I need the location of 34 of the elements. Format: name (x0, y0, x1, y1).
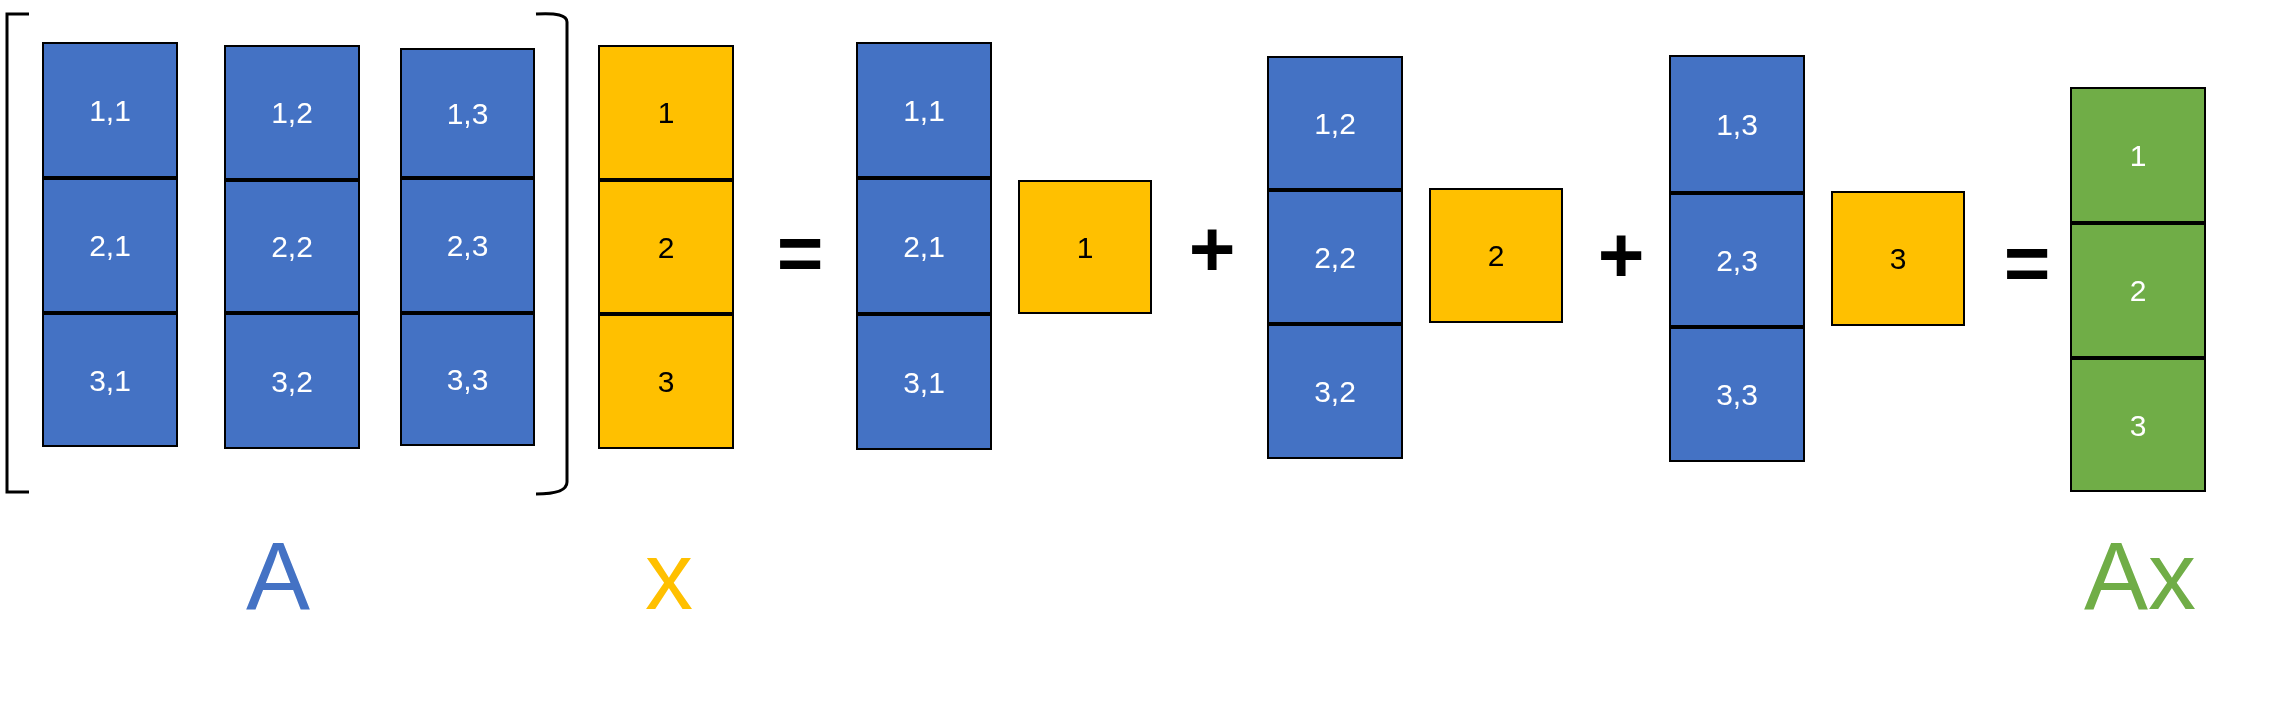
matrix-cell: 1,3 (1669, 55, 1805, 193)
matrix-cell: 3 (2070, 358, 2206, 492)
matrix-label: A (246, 528, 310, 624)
matrix-cell: 2,3 (1669, 193, 1805, 327)
matrix-cell: 2,1 (856, 178, 992, 314)
matrix-cell: 3,2 (224, 313, 360, 449)
matrix-cell: 1 (598, 45, 734, 180)
matrix-cell: 2 (1429, 188, 1563, 323)
matrix-cell: 2 (598, 180, 734, 314)
matrix-cell: 2,2 (224, 180, 360, 313)
matrix-cell: 2,2 (1267, 190, 1403, 324)
matrix-cell: 1,1 (42, 42, 178, 178)
matrix-cell: 1 (2070, 87, 2206, 223)
matrix-cell: 2 (2070, 223, 2206, 358)
plus-sign: + (1188, 209, 1236, 289)
matrix-cell: 2,3 (400, 178, 535, 313)
matrix-cell: 3,3 (1669, 327, 1805, 462)
plus-sign: + (1597, 215, 1645, 295)
matrix-cell: 3,1 (856, 314, 992, 450)
matrix-cell: 3 (1831, 191, 1965, 326)
matrix-cell: 1 (1018, 180, 1152, 314)
matrix-cell: 3,3 (400, 313, 535, 446)
vector-label: x (645, 528, 693, 624)
matrix-cell: 2,1 (42, 178, 178, 313)
matrix-cell: 1,2 (224, 45, 360, 180)
matrix-cell: 1,1 (856, 42, 992, 178)
equals-sign: = (776, 213, 824, 293)
equals-sign: = (2003, 223, 2051, 303)
product-label: Ax (2084, 528, 2196, 624)
matrix-cell: 1,3 (400, 48, 535, 178)
matrix-cell: 3,1 (42, 313, 178, 447)
matrix-cell: 3,2 (1267, 324, 1403, 459)
matrix-cell: 1,2 (1267, 56, 1403, 190)
matrix-cell: 3 (598, 314, 734, 449)
